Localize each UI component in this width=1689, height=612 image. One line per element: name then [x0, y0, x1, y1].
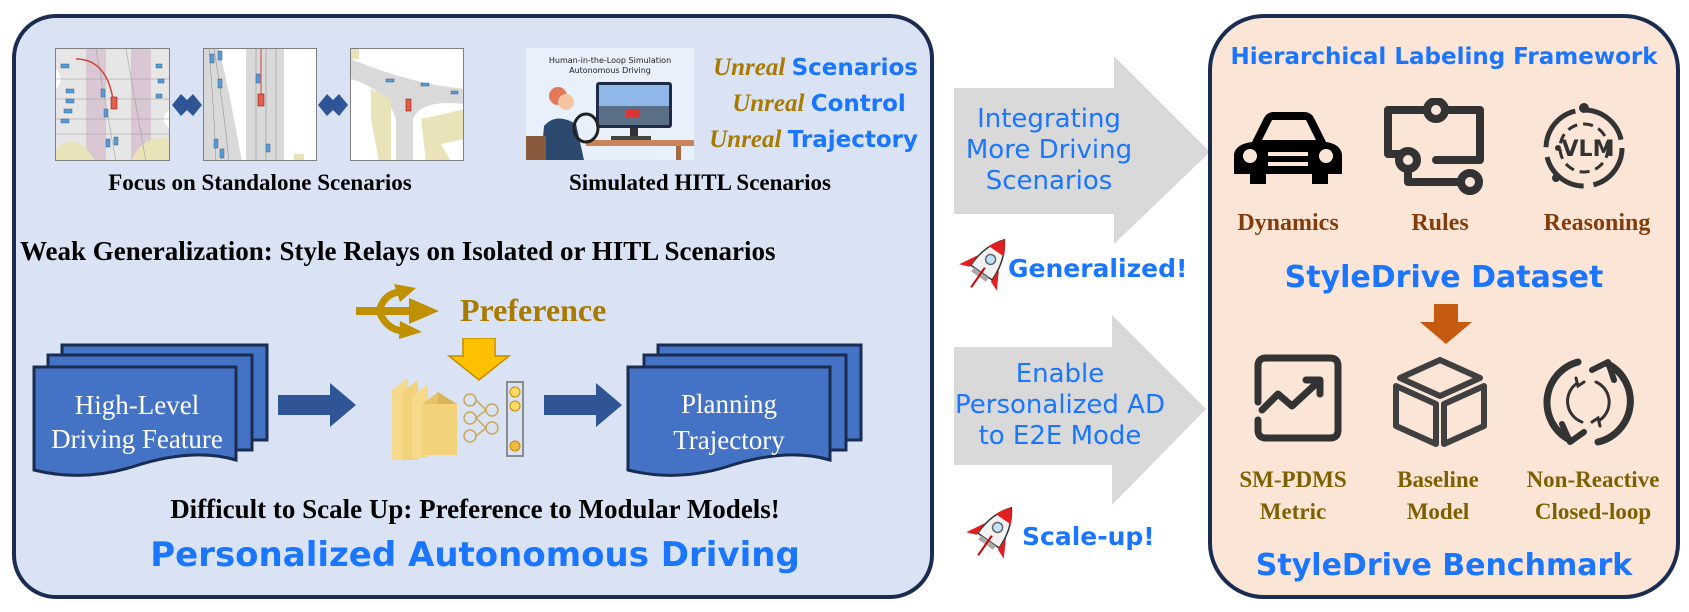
framework-label-dynamics: Dynamics: [1237, 210, 1339, 236]
framework-label-rules: Rules: [1411, 210, 1469, 236]
unreal-item-scenarios: Unreal Scenarios: [700, 50, 918, 86]
document-stack-icon: [32, 343, 269, 477]
scale-up-badge: Scale-up!: [1022, 522, 1155, 551]
chart-trend-icon: [1252, 352, 1344, 448]
dataset-title: StyleDrive Dataset: [1284, 260, 1604, 295]
benchmark-item-closed-loop: Non-Reactive Closed-loop: [1510, 464, 1676, 528]
generalized-badge: Generalized!: [1008, 254, 1188, 283]
output-block-line: Planning: [680, 389, 777, 419]
benchmark-item-baseline: Baseline Model: [1370, 464, 1506, 528]
input-block-text: High-Level Driving Feature: [32, 388, 242, 456]
hitl-caption: Simulated HITL Scenarios: [569, 170, 831, 195]
flow-arrow-icon: [278, 383, 358, 431]
t-junction-map-graphic: [351, 49, 463, 160]
arrow1-line: Scenarios: [985, 166, 1113, 196]
vlm-text: VLM: [1562, 137, 1615, 162]
output-block-line: Trajectory: [673, 425, 785, 455]
neural-network-icon: [392, 370, 537, 464]
arrow2-line: to E2E Mode: [978, 421, 1142, 451]
unreal-prefix: Unreal: [732, 90, 805, 117]
branching-arrows-icon: [354, 284, 444, 343]
benchmark-title: StyleDrive Benchmark: [1255, 548, 1633, 583]
weak-generalization-statement: Weak Generalization: Style Relays on Iso…: [20, 236, 776, 266]
preference-label: Preference: [460, 292, 607, 328]
arrow2-line: Enable: [1015, 359, 1105, 389]
gray-arrow-integrating: Integrating More Driving Scenarios: [954, 56, 1214, 252]
flow-arrow-icon: [544, 383, 624, 431]
bev-map-t-junction: [350, 48, 464, 161]
benchmark-line: SM-PDMS: [1239, 467, 1347, 492]
double-arrow-icon: [172, 94, 202, 120]
arrow2-line: Personalized AD: [955, 390, 1165, 420]
cycle-icon: [1542, 354, 1638, 454]
input-feature-stack: High-Level Driving Feature: [32, 342, 272, 486]
benchmark-line: Closed-loop: [1534, 499, 1652, 524]
unreal-label: Trajectory: [787, 127, 918, 153]
hitl-image-title-2: Autonomous Driving: [569, 66, 651, 75]
highway-map-graphic: [204, 49, 316, 160]
unreal-prefix: Unreal: [713, 54, 786, 81]
rules-flow-icon: [1380, 97, 1488, 202]
rocket-icon: [955, 232, 1017, 304]
bev-map-highway: [203, 48, 317, 161]
unreal-label: Scenarios: [791, 55, 918, 81]
benchmark-line: Model: [1406, 499, 1470, 524]
output-block-text: Planning Trajectory: [626, 386, 832, 458]
arrow1-line: Integrating: [977, 104, 1121, 134]
difficult-statement: Difficult to Scale Up: Preference to Mod…: [170, 494, 780, 524]
hitl-driver-illustration: [526, 82, 694, 160]
benchmark-line: Non-Reactive: [1526, 467, 1660, 492]
unreal-label: Control: [810, 91, 906, 117]
vlm-icon: VLM: [1538, 102, 1630, 198]
benchmark-line: Baseline: [1397, 467, 1479, 492]
benchmark-item-metric: SM-PDMS Metric: [1218, 464, 1368, 528]
output-trajectory-stack: Planning Trajectory: [626, 342, 866, 486]
arrow1-line: More Driving: [965, 135, 1133, 165]
standalone-caption: Focus on Standalone Scenarios: [108, 170, 412, 195]
hitl-simulation-image: Human-in-the-Loop Simulation Autonomous …: [526, 48, 694, 160]
intersection-map-graphic: [56, 49, 169, 160]
benchmark-line: Metric: [1259, 499, 1327, 524]
unreal-item-control: Unreal Control: [700, 86, 918, 122]
input-block-line: High-Level: [74, 390, 200, 420]
preference-down-arrow-icon: [446, 337, 512, 386]
rocket-icon: [962, 500, 1024, 572]
unreal-item-trajectory: Unreal Trajectory: [700, 122, 918, 158]
cube-icon: [1392, 356, 1488, 452]
arrow2-text: Enable Personalized AD to E2E Mode: [954, 359, 1166, 452]
arrow1-text: Integrating More Driving Scenarios: [954, 104, 1144, 197]
document-stack-icon: [626, 343, 863, 477]
hitl-image-title-1: Human-in-the-Loop Simulation: [548, 56, 672, 65]
gray-arrow-enable: Enable Personalized AD to E2E Mode: [954, 315, 1214, 511]
double-arrow-icon: [318, 94, 348, 120]
unreal-list: Unreal Scenarios Unreal Control Unreal T…: [700, 50, 918, 158]
framework-title: Hierarchical Labeling Framework: [1230, 44, 1658, 70]
car-icon: [1232, 112, 1344, 188]
input-block-line: Driving Feature: [51, 424, 223, 454]
dataset-to-benchmark-arrow-icon: [1418, 304, 1474, 348]
unreal-prefix: Unreal: [709, 126, 782, 153]
bev-map-intersection: [55, 48, 170, 161]
left-panel-title: Personalized Autonomous Driving: [150, 535, 800, 575]
framework-label-reasoning: Reasoning: [1543, 210, 1651, 236]
